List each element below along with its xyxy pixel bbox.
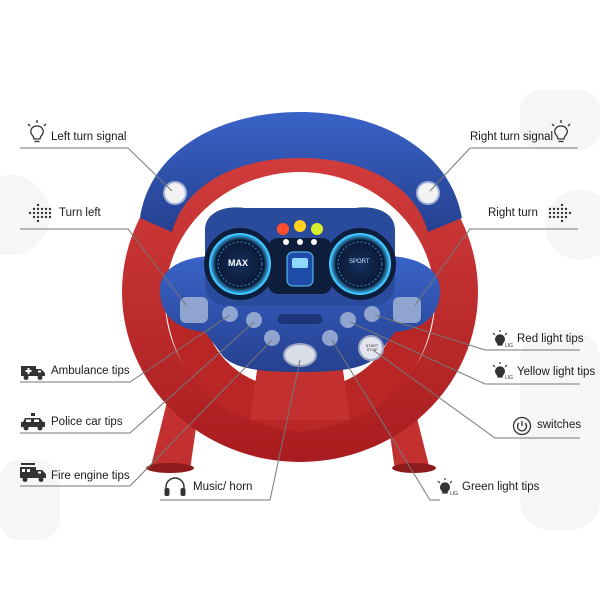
svg-text:LIGHT: LIGHT — [505, 375, 513, 381]
police-button — [246, 312, 262, 328]
label-switches: switches — [537, 419, 582, 431]
label-police-car-tips: Police car tips — [51, 416, 123, 428]
label-left-turn-signal: Left turn signal — [51, 131, 127, 143]
power-icon — [512, 416, 532, 436]
label-yellow-light-tips: Yellow light tips — [517, 366, 596, 378]
right-gauge — [329, 233, 391, 295]
police-car-icon — [21, 413, 45, 431]
lightbulb-icon — [551, 120, 571, 143]
right-gauge-text: SPORT — [349, 259, 370, 265]
wheel-rim-top-blue — [140, 112, 462, 232]
svg-text:LIGHT: LIGHT — [505, 343, 513, 349]
label-red-light-tips: Red light tips — [517, 333, 584, 345]
headphones-icon — [164, 477, 186, 496]
left-turn-signal-button — [163, 181, 187, 205]
green-light-button — [322, 330, 338, 346]
turn-left-pad — [180, 297, 208, 323]
ambulance-icon — [21, 366, 45, 380]
wheel-lower-body — [165, 300, 435, 432]
dotted-left-arrow-icon — [28, 203, 52, 223]
yellow-light-button — [340, 312, 356, 328]
lightbulb-icon: LIGHT — [492, 362, 513, 381]
label-right-turn: Right turn — [488, 207, 538, 219]
start-stop-button — [358, 335, 384, 361]
yellow-light — [294, 220, 306, 232]
red-light-button — [364, 306, 380, 322]
start-stop-text: START STOP — [365, 343, 379, 352]
horn-button — [283, 343, 317, 367]
label-green-light-tips: Green light tips — [462, 481, 540, 493]
lightbulb-icon: LIGHT — [437, 478, 458, 497]
svg-text:LIGHT: LIGHT — [450, 491, 458, 497]
label-right-turn-signal: Right turn signal — [470, 131, 554, 143]
left-gauge — [209, 233, 271, 295]
label-ambulance-tips: Ambulance tips — [51, 365, 130, 377]
fire-engine-button — [264, 330, 280, 346]
fire-engine-icon — [20, 463, 46, 482]
lightbulb-icon: LIGHT — [492, 330, 513, 349]
lightbulb-icon — [27, 120, 47, 143]
left-gauge-text: MAX — [228, 258, 248, 268]
label-fire-engine-tips: Fire engine tips — [51, 470, 130, 482]
red-light — [277, 223, 289, 235]
label-turn-left: Turn left — [59, 207, 101, 219]
label-music-horn: Music/ horn — [193, 481, 253, 493]
turn-right-pad — [393, 297, 421, 323]
green-light — [311, 223, 323, 235]
dotted-right-arrow-icon — [548, 203, 572, 223]
